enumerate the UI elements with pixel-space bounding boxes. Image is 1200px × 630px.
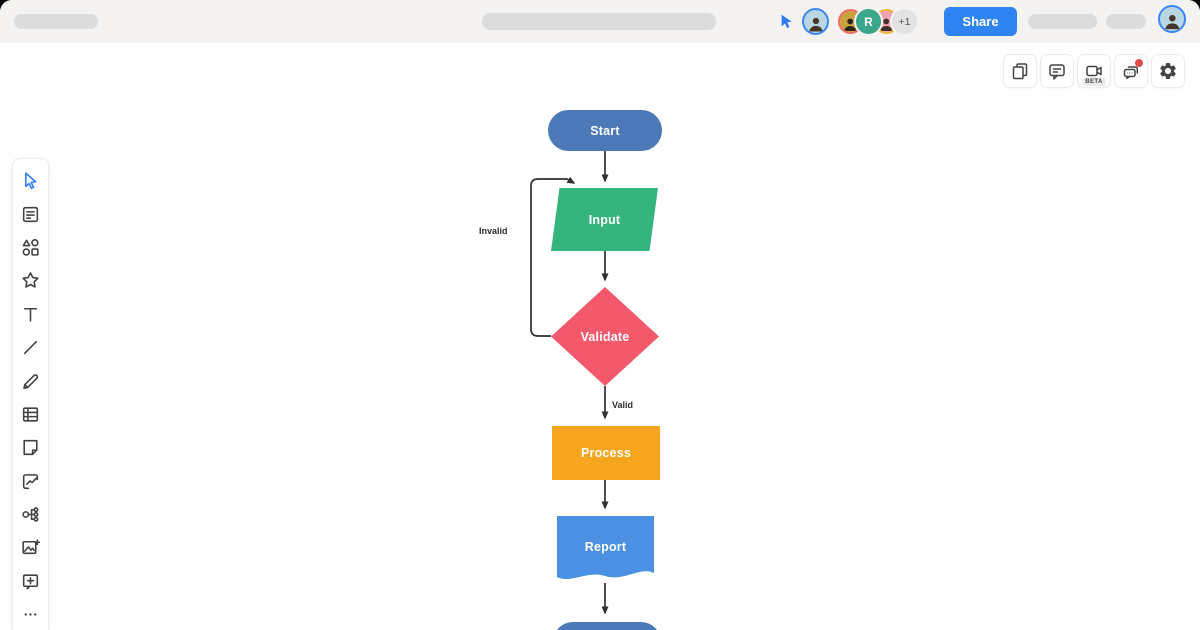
tool-add-frame[interactable] xyxy=(14,565,47,598)
notification-dot xyxy=(1135,59,1143,67)
mind-map-icon xyxy=(22,507,39,522)
edge-label-valid: Valid xyxy=(612,400,634,410)
document-title-placeholder[interactable] xyxy=(482,13,716,30)
pencil-icon xyxy=(23,373,39,389)
frame-plus-icon xyxy=(22,574,39,590)
beta-badge: BETA xyxy=(1083,78,1105,86)
top-bar: R +1 Share xyxy=(0,0,1200,43)
avatar-stack: R +1 xyxy=(838,9,917,34)
node-label: Report xyxy=(584,539,627,554)
tool-card[interactable] xyxy=(14,431,47,464)
video-camera-icon xyxy=(1086,65,1102,77)
settings-button[interactable] xyxy=(1151,54,1185,88)
quick-toolbar: BETA xyxy=(1003,54,1185,88)
account-avatar[interactable] xyxy=(1158,5,1186,33)
avatar-initial-label: R xyxy=(864,14,873,29)
comments-button[interactable] xyxy=(1040,54,1074,88)
chart-icon xyxy=(22,473,39,489)
node-input[interactable]: Input xyxy=(551,188,658,251)
node-process[interactable]: Process xyxy=(552,426,660,480)
tool-sticky-note[interactable] xyxy=(14,197,47,230)
tool-draw[interactable] xyxy=(14,364,47,397)
tool-favorites[interactable] xyxy=(14,264,47,297)
tool-line[interactable] xyxy=(14,331,47,364)
presence-group: R +1 xyxy=(778,0,917,43)
share-button[interactable]: Share xyxy=(944,7,1017,36)
tool-shapes[interactable] xyxy=(14,231,47,264)
card-icon xyxy=(23,440,38,456)
logo-placeholder xyxy=(14,14,98,29)
comment-icon xyxy=(1049,64,1065,80)
text-icon xyxy=(23,307,38,322)
tool-select[interactable] xyxy=(14,164,47,197)
chat-button[interactable] xyxy=(1114,54,1148,88)
table-icon xyxy=(22,407,39,422)
avatar[interactable] xyxy=(802,8,829,35)
image-plus-icon xyxy=(22,539,41,555)
header-placeholder-b xyxy=(1106,14,1146,29)
cursor-icon xyxy=(24,172,37,190)
avatar-initial[interactable]: R xyxy=(856,9,881,34)
tool-more[interactable] xyxy=(14,598,47,630)
tool-insert-image[interactable] xyxy=(14,531,47,564)
documents-icon xyxy=(1012,63,1028,80)
node-label: Input xyxy=(588,212,621,227)
node-end[interactable] xyxy=(553,622,661,630)
tool-table[interactable] xyxy=(14,398,47,431)
tool-sidebar xyxy=(12,158,49,630)
sticky-note-icon xyxy=(22,206,39,222)
node-report[interactable]: Report xyxy=(557,516,654,583)
collaborator-cursor-icon xyxy=(781,14,792,28)
documents-button[interactable] xyxy=(1003,54,1037,88)
overflow-count-badge[interactable]: +1 xyxy=(892,9,917,34)
tool-mind-map[interactable] xyxy=(14,498,47,531)
line-icon xyxy=(23,341,38,355)
gear-icon xyxy=(1160,63,1176,79)
shapes-icon xyxy=(22,239,39,256)
tool-chart[interactable] xyxy=(14,465,47,498)
chat-bubbles-icon xyxy=(1123,66,1139,80)
node-label: Process xyxy=(580,446,632,460)
ellipsis-icon xyxy=(24,613,37,616)
node-label: Start xyxy=(590,123,620,138)
edge-label-invalid: Invalid xyxy=(479,226,508,236)
document-shape xyxy=(557,516,654,580)
node-label: Validate xyxy=(580,329,630,344)
header-placeholder-a xyxy=(1028,14,1097,29)
tool-text[interactable] xyxy=(14,298,47,331)
node-start[interactable]: Start xyxy=(548,110,662,151)
video-chat-button[interactable]: BETA xyxy=(1077,54,1111,88)
star-icon xyxy=(22,272,39,289)
